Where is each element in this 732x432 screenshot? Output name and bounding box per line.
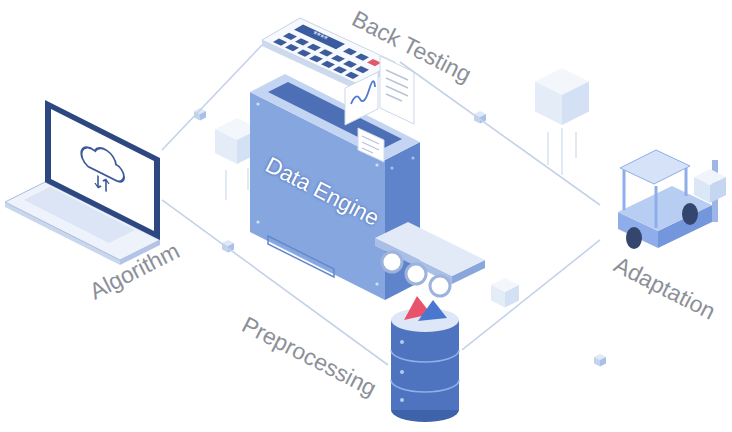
drip-line xyxy=(225,170,227,200)
conveyor xyxy=(375,222,485,296)
cube-right xyxy=(505,285,519,307)
machine-slot xyxy=(268,236,334,277)
forklift-icon xyxy=(618,150,726,249)
key xyxy=(319,49,333,56)
bolt xyxy=(390,166,393,169)
cube-right xyxy=(562,82,589,126)
belt-top xyxy=(375,222,485,276)
text-lines xyxy=(362,136,379,153)
chart-squiggle xyxy=(351,81,375,104)
key xyxy=(309,55,323,62)
text-sheet xyxy=(380,56,414,124)
key xyxy=(333,66,347,73)
laptop-node: Algorithm xyxy=(5,95,162,272)
laptop-screen xyxy=(51,109,154,231)
node-label: Back Testing xyxy=(348,7,474,87)
calculator-node: Back Testing xyxy=(262,16,400,88)
node-label: Preprocessing xyxy=(238,313,379,400)
key xyxy=(285,44,299,51)
db-light xyxy=(400,370,404,374)
cube-left xyxy=(491,285,505,307)
key xyxy=(273,38,287,45)
key xyxy=(295,38,309,45)
bolt xyxy=(256,220,259,223)
key xyxy=(331,55,345,62)
display-label: **** xyxy=(310,29,328,45)
box-right xyxy=(710,177,726,203)
key xyxy=(297,50,311,57)
red-key xyxy=(367,59,381,66)
database-icon xyxy=(391,296,459,422)
cube-left xyxy=(535,82,562,126)
key xyxy=(355,54,369,61)
key xyxy=(355,66,369,73)
calculator-display xyxy=(294,25,345,50)
connector-line xyxy=(462,240,600,350)
small-cube-right xyxy=(600,357,606,367)
small-sheet xyxy=(358,128,384,162)
bolt xyxy=(256,102,259,105)
cab-roof xyxy=(620,150,690,184)
drip-line xyxy=(247,168,249,190)
bolt xyxy=(375,282,378,285)
drip-line xyxy=(547,132,549,165)
laptop-bezel xyxy=(45,100,160,240)
key xyxy=(307,44,321,51)
roller xyxy=(430,276,450,296)
roller xyxy=(406,264,426,284)
wheel xyxy=(626,227,642,249)
key xyxy=(343,48,357,55)
db-light xyxy=(400,398,404,402)
data-engine-node: Data Engine xyxy=(245,70,425,305)
laptop-icon xyxy=(5,100,160,265)
wheel xyxy=(682,203,698,225)
sync-arrows xyxy=(95,174,109,193)
db-light xyxy=(400,340,404,344)
connector-line xyxy=(400,62,600,205)
drip-line xyxy=(575,132,577,158)
roller xyxy=(382,252,402,272)
connector-line xyxy=(162,200,388,365)
bolt xyxy=(375,163,378,166)
database-node: Preprocessing xyxy=(388,292,462,422)
key xyxy=(345,72,359,79)
cube-left xyxy=(215,129,237,164)
chart-sheet xyxy=(345,72,378,125)
cloud-outline xyxy=(81,137,124,184)
db-rings xyxy=(391,350,459,392)
small-cube-right xyxy=(200,111,206,121)
paper-sheets xyxy=(345,56,414,162)
key xyxy=(283,33,297,40)
cloud-icon xyxy=(81,137,124,200)
key xyxy=(343,60,357,67)
text-lines xyxy=(386,70,408,101)
key xyxy=(321,61,335,68)
chart-shape-blue xyxy=(418,300,447,321)
drip-line xyxy=(561,128,563,175)
node-label: Adaptation xyxy=(610,253,718,323)
bolt xyxy=(411,156,414,159)
box-left xyxy=(694,177,710,203)
node-label: Algorithm xyxy=(86,239,183,304)
forklift-node: Adaptation xyxy=(600,150,728,255)
node-label: Data Engine xyxy=(262,154,383,230)
connector-line xyxy=(162,45,262,150)
small-cube-left xyxy=(594,357,600,367)
db-body xyxy=(391,320,459,410)
